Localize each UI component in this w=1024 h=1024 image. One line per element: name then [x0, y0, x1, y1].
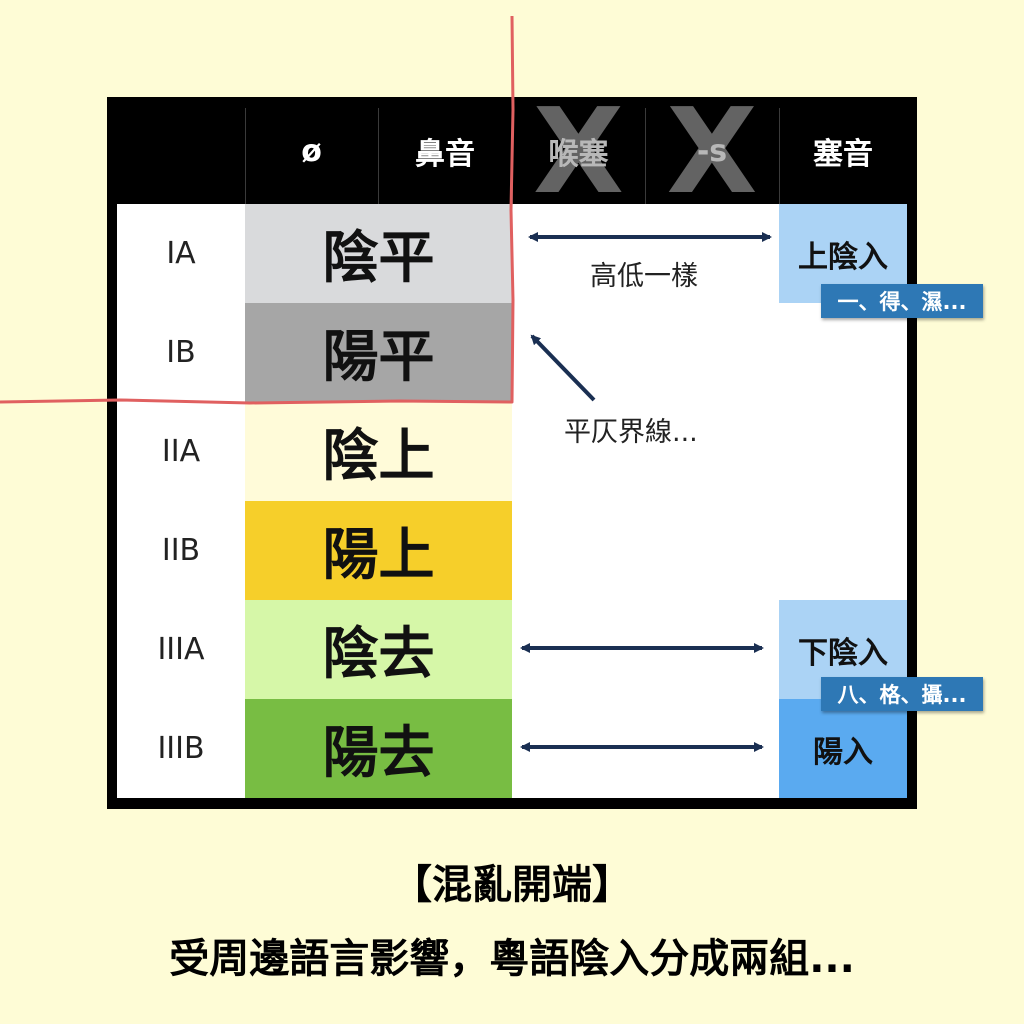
header-col-nasal: 鼻音 [415, 137, 475, 172]
examples-tag-lower-yin: 八、格、攝... [821, 677, 983, 711]
examples-tag-upper-yin: 一、得、濕... [821, 284, 983, 318]
row-label-iiib: IIIB [117, 699, 245, 798]
header-divider [378, 108, 379, 204]
tone-cell-yin-shang: 陰上 [245, 402, 512, 501]
ping-ze-boundary-line [0, 15, 515, 405]
note-ping-ze-boundary: 平仄界線... [564, 417, 698, 448]
header-divider [645, 108, 646, 204]
caption-title: 【混亂開端】 [392, 862, 632, 908]
row-label-iia: IIA [117, 402, 245, 501]
tone-cell-yin-qu: 陰去 [245, 600, 512, 699]
caption-subtitle: 受周邊語言影響，粵語陰入分成兩組... [169, 936, 855, 982]
row-label-ia: IA [117, 204, 245, 303]
header-col-glottal-stop: 喉塞 [548, 137, 609, 172]
header-divider [245, 108, 246, 204]
tone-cell-yang-shang: 陽上 [245, 501, 512, 600]
note-same-height: 高低一樣 [590, 261, 698, 292]
crossed-out-x-mark: X [533, 82, 624, 220]
tone-cell-yin-ping: 陰平 [245, 204, 512, 303]
tone-cell-yang-qu: 陽去 [245, 699, 512, 798]
pointer-arrow-boundary [530, 334, 596, 402]
header-divider [779, 108, 780, 204]
tone-cell-yang-ping: 陽平 [245, 303, 512, 402]
entering-cell-yang: 陽入 [779, 699, 907, 798]
row-label-iib: IIB [117, 501, 245, 600]
header-col-stop: 塞音 [813, 137, 873, 172]
row-label-ib: IB [117, 303, 245, 402]
row-label-iiia: IIIA [117, 600, 245, 699]
header-col-s-coda: -s [696, 133, 728, 169]
header-col-none: ø [301, 133, 322, 169]
crossed-out-x-mark: X [666, 82, 758, 220]
